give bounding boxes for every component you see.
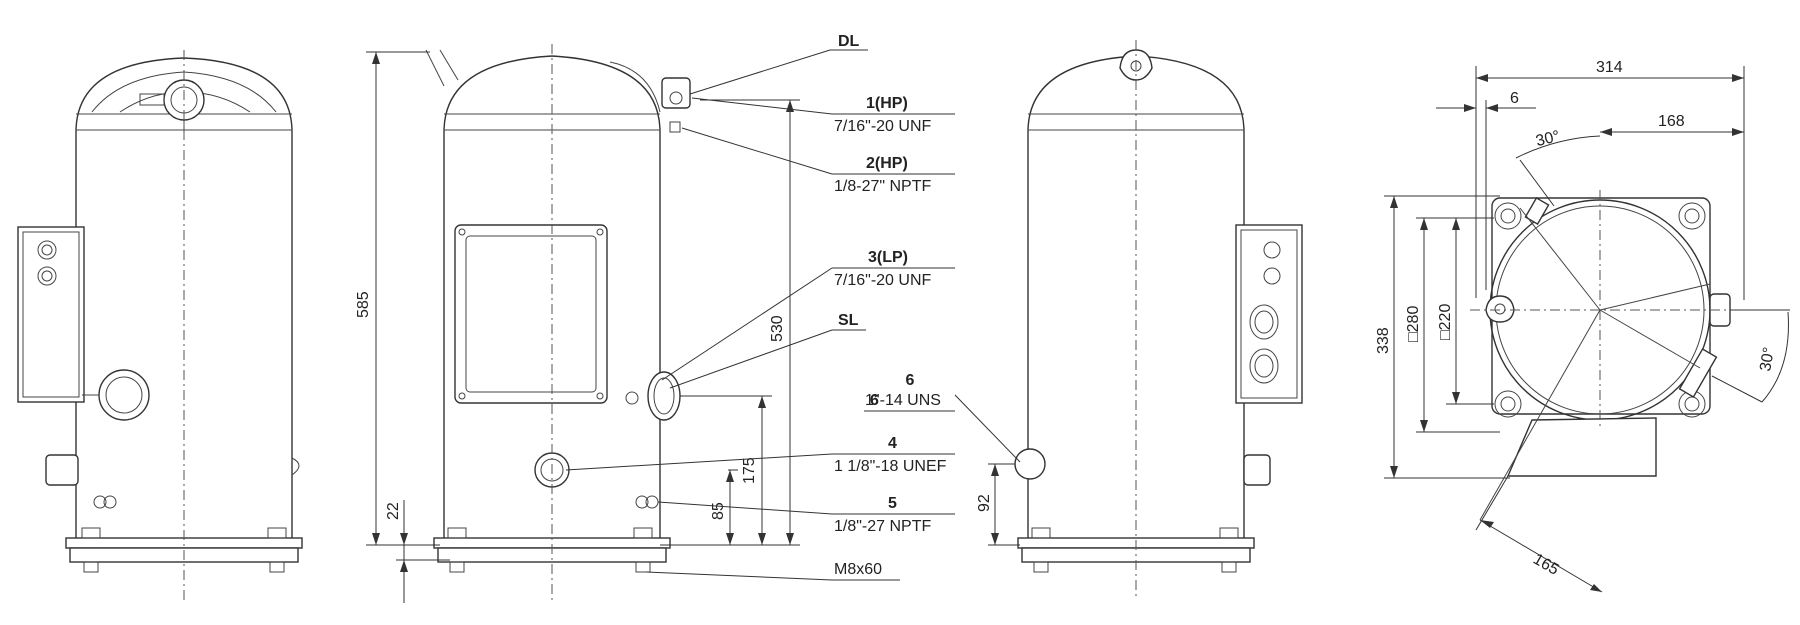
label-1hp-spec: 7/16"-20 UNF: [834, 118, 932, 135]
angle-30-top-label: 30°: [1534, 128, 1562, 150]
callout-6: 6 1"-14 UNS: [864, 392, 1021, 463]
angle-30-side-label: 30°: [1757, 346, 1778, 373]
dim-314-label: 314: [1596, 59, 1623, 76]
label-4-spec: 1 1/8"-18 UNEF: [834, 458, 947, 475]
dim-168-label: 168: [1658, 113, 1685, 130]
view-front: 585 22 530 175: [355, 33, 955, 603]
view-right-side: 6 1"-14 UNS 1"-14 UNS 92: [864, 40, 1303, 600]
dimension-338: 338: [1375, 195, 1510, 479]
dim-220-label: □220: [1437, 304, 1454, 340]
dim-165-label: 165: [1530, 551, 1562, 579]
dimension-585: 585: [355, 51, 440, 546]
dim-530-label: 530: [769, 315, 786, 342]
terminal-box-right: [1235, 224, 1303, 404]
callout-dl: DL: [689, 33, 868, 95]
dimension-314: 314: [1475, 59, 1745, 300]
dim-85-label: 85: [710, 502, 727, 520]
dimension-92: 92: [976, 463, 1020, 546]
label-bolt: M8x60: [834, 561, 882, 578]
callout-sl: SL: [669, 312, 866, 389]
callout-bolt: M8x60: [645, 561, 900, 581]
dim-22-label: 22: [385, 502, 402, 520]
label-5-spec: 1/8"-27 NPTF: [834, 518, 931, 535]
callout-6-text: 6 1"-14 UNS: [862, 372, 958, 412]
label-dl: DL: [838, 33, 860, 50]
label-4: 4: [888, 435, 897, 452]
label-1hp: 1(HP): [866, 95, 908, 112]
view-top: 314 6 168 30° 30°: [1375, 59, 1790, 593]
terminal-box-left: [17, 226, 85, 403]
dim-585-label: 585: [355, 291, 372, 318]
label-3lp-spec: 7/16"-20 UNF: [834, 272, 932, 289]
dimension-175: 175: [680, 395, 772, 545]
label-5: 5: [888, 495, 897, 512]
angle-30-top: 30°: [1515, 128, 1601, 207]
dimension-280: □280: [1405, 217, 1500, 433]
angle-30-side: 30°: [1711, 309, 1790, 403]
label-2hp: 2(HP): [866, 155, 908, 172]
callout-4: 4 1 1/8"-18 UNEF: [565, 435, 955, 475]
dimension-6: 6: [1436, 90, 1536, 290]
sight-panel: [454, 224, 608, 404]
discharge-fitting-front: [661, 77, 691, 133]
suction-fitting-left: [82, 369, 150, 421]
label-6: 6: [870, 392, 879, 409]
callout-2hp: 2(HP) 1/8-27" NPTF: [681, 127, 955, 195]
callout-1hp: 1(HP) 7/16"-20 UNF: [691, 95, 955, 135]
callout-5: 5 1/8"-27 NPTF: [657, 495, 955, 535]
label-3lp: 3(LP): [868, 249, 908, 266]
dim-6-label: 6: [1510, 90, 1519, 107]
label-2hp-spec: 1/8-27" NPTF: [834, 178, 931, 195]
suction-fitting-front: [625, 371, 681, 421]
label-6-overlay: 6: [905, 372, 915, 389]
dimension-220: □220: [1437, 217, 1494, 405]
label-6-spec-overlay: 1"-14 UNS: [865, 392, 941, 409]
label-sl: SL: [838, 312, 859, 329]
dim-175-label: 175: [741, 457, 758, 484]
dimension-168: 168: [1600, 113, 1744, 136]
discharge-fitting-left: [139, 79, 205, 132]
view-left-side: [17, 50, 303, 600]
callout-3lp: 3(LP) 7/16"-20 UNF: [661, 249, 955, 381]
dim-92-label: 92: [976, 494, 993, 512]
dim-338-label: 338: [1375, 327, 1392, 354]
dim-280-label: □280: [1405, 306, 1422, 342]
dimension-22: 22: [385, 500, 450, 603]
